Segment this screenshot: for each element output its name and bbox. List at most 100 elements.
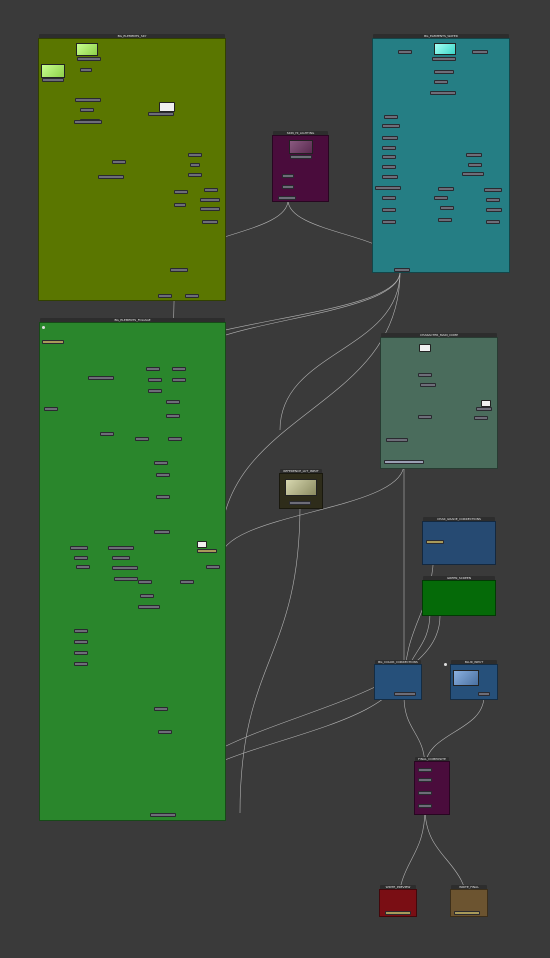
graph-node[interactable] <box>200 207 220 211</box>
graph-node[interactable] <box>418 791 432 795</box>
graph-node[interactable] <box>112 160 126 164</box>
graph-node[interactable] <box>432 57 456 61</box>
graph-node[interactable] <box>476 407 492 411</box>
graph-node[interactable] <box>474 416 488 420</box>
graph-grip-icon[interactable] <box>42 326 45 329</box>
graph-node[interactable] <box>74 556 88 560</box>
graph-node[interactable] <box>290 155 312 159</box>
graph-node[interactable] <box>440 206 454 210</box>
backdrop-bg-sky[interactable]: BG_ELEMENTS_SKY <box>38 34 226 301</box>
graph-node[interactable] <box>282 174 294 178</box>
graph-node[interactable] <box>114 577 138 581</box>
graph-node[interactable] <box>138 605 160 609</box>
graph-node[interactable] <box>486 220 500 224</box>
backdrop-bg-water[interactable]: BG_ELEMENTS_WATER <box>372 34 510 273</box>
graph-node[interactable] <box>158 730 172 734</box>
graph-node[interactable] <box>454 911 480 915</box>
graph-node[interactable] <box>112 566 138 570</box>
graph-node[interactable] <box>278 196 296 200</box>
graph-node[interactable] <box>204 188 218 192</box>
graph-node[interactable] <box>188 153 202 157</box>
graph-node[interactable] <box>438 187 454 191</box>
graph-node[interactable] <box>289 501 311 505</box>
graph-node[interactable] <box>174 203 186 207</box>
graph-node[interactable] <box>384 115 398 119</box>
graph-node[interactable] <box>197 549 217 553</box>
graph-node[interactable] <box>438 218 452 222</box>
graph-node[interactable] <box>70 546 88 550</box>
graph-node[interactable] <box>80 68 92 72</box>
read-node-thumbnail[interactable] <box>419 344 431 352</box>
graph-node[interactable] <box>188 173 202 177</box>
graph-node[interactable] <box>158 294 172 298</box>
graph-node[interactable] <box>148 389 162 393</box>
backdrop-bg-foliage[interactable]: BG_ELEMENTS_FOLIAGE <box>39 318 226 821</box>
graph-node[interactable] <box>150 813 176 817</box>
graph-node[interactable] <box>282 185 294 189</box>
graph-node[interactable] <box>386 438 408 442</box>
graph-node[interactable] <box>74 662 88 666</box>
graph-node[interactable] <box>398 50 412 54</box>
graph-node[interactable] <box>42 78 64 82</box>
graph-node[interactable] <box>138 580 152 584</box>
graph-node[interactable] <box>418 373 432 377</box>
graph-grip-icon[interactable] <box>444 663 447 666</box>
graph-node[interactable] <box>172 378 186 382</box>
graph-node[interactable] <box>88 376 114 380</box>
read-node-thumbnail[interactable] <box>453 670 479 686</box>
graph-node[interactable] <box>202 220 218 224</box>
graph-node[interactable] <box>140 594 154 598</box>
graph-node[interactable] <box>180 580 194 584</box>
graph-node[interactable] <box>468 163 482 167</box>
graph-node[interactable] <box>148 378 162 382</box>
graph-node[interactable] <box>206 565 220 569</box>
graph-node[interactable] <box>418 804 432 808</box>
graph-node[interactable] <box>74 640 88 644</box>
graph-node[interactable] <box>434 196 448 200</box>
graph-node[interactable] <box>478 692 490 696</box>
graph-node[interactable] <box>434 80 448 84</box>
read-node-thumbnail[interactable] <box>434 43 456 55</box>
graph-node[interactable] <box>77 57 101 61</box>
graph-node[interactable] <box>172 367 186 371</box>
graph-node[interactable] <box>98 175 124 179</box>
graph-node[interactable] <box>200 198 220 202</box>
graph-node[interactable] <box>384 460 424 464</box>
graph-node[interactable] <box>462 172 484 176</box>
graph-node[interactable] <box>382 208 396 212</box>
graph-node[interactable] <box>80 108 94 112</box>
graph-node[interactable] <box>466 153 482 157</box>
backdrop-character-main[interactable]: CHARACTER_MAIN_COMP <box>380 333 498 469</box>
graph-node[interactable] <box>394 692 416 696</box>
graph-node[interactable] <box>382 155 396 159</box>
graph-node[interactable] <box>382 136 398 140</box>
graph-node[interactable] <box>420 383 436 387</box>
graph-node[interactable] <box>156 495 170 499</box>
graph-node[interactable] <box>154 461 168 465</box>
graph-node[interactable] <box>146 367 160 371</box>
graph-node[interactable] <box>382 124 400 128</box>
graph-node[interactable] <box>382 146 396 150</box>
backdrop-green-screen[interactable]: GREEN_SCREEN <box>422 576 496 616</box>
graph-node[interactable] <box>418 778 432 782</box>
graph-node[interactable] <box>42 340 64 344</box>
read-node-thumbnail[interactable] <box>285 479 317 496</box>
graph-node[interactable] <box>135 437 149 441</box>
graph-node[interactable] <box>382 165 396 169</box>
graph-node[interactable] <box>434 70 454 74</box>
graph-node[interactable] <box>74 120 102 124</box>
graph-node[interactable] <box>148 112 174 116</box>
graph-node[interactable] <box>190 163 200 167</box>
graph-node[interactable] <box>385 911 411 915</box>
graph-node[interactable] <box>108 546 134 550</box>
graph-node[interactable] <box>166 414 180 418</box>
graph-node[interactable] <box>426 540 444 544</box>
read-node-thumbnail[interactable] <box>76 43 98 56</box>
graph-node[interactable] <box>430 91 456 95</box>
graph-node[interactable] <box>382 220 396 224</box>
graph-node[interactable] <box>174 190 188 194</box>
graph-node[interactable] <box>418 768 432 772</box>
graph-node[interactable] <box>486 208 502 212</box>
graph-node[interactable] <box>75 98 101 102</box>
graph-node[interactable] <box>382 175 398 179</box>
